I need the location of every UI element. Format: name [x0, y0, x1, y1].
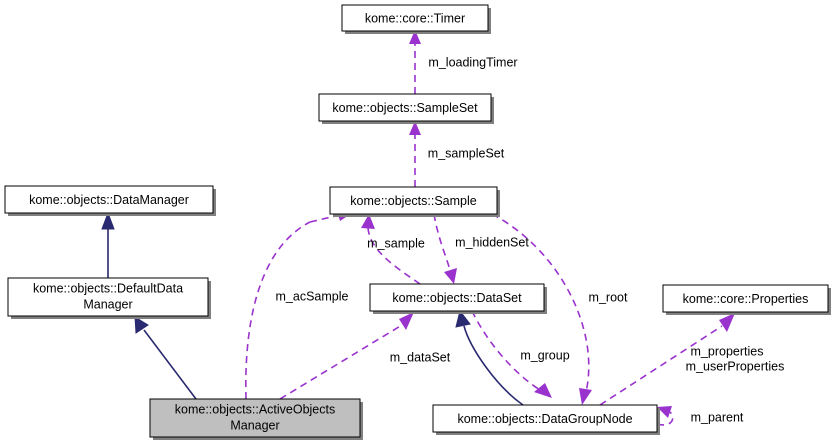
edge-label-m-sample-set: m_sampleSet — [428, 146, 505, 160]
edge-m-properties — [599, 313, 735, 406]
node-sample-label: kome::objects::Sample — [350, 194, 476, 208]
node-sample[interactable]: kome::objects::Sample — [329, 186, 500, 217]
edge-m-group — [471, 310, 552, 398]
edge-label-m-properties: m_properties — [691, 344, 764, 358]
node-data-manager-label: kome::objects::DataManager — [29, 193, 189, 207]
node-default-data-manager-label-line2: Manager — [83, 297, 132, 311]
node-properties[interactable]: kome::core::Properties — [662, 284, 831, 315]
node-timer[interactable]: kome::core::Timer — [341, 4, 491, 34]
node-sample-set-label: kome::objects::SampleSet — [332, 101, 478, 115]
edge-label-m-loading-timer: m_loadingTimer — [428, 55, 517, 69]
node-data-set[interactable]: kome::objects::DataSet — [369, 283, 547, 314]
node-default-data-manager-label-line1: kome::objects::DefaultData — [33, 281, 183, 295]
node-active-objects-manager[interactable]: kome::objects::ActiveObjects Manager — [149, 398, 363, 440]
edge-label-layer: m_loadingTimer m_sampleSet m_sample m_hi… — [276, 55, 785, 424]
node-data-manager[interactable]: kome::objects::DataManager — [4, 185, 216, 216]
edge-label-m-hidden-set: m_hiddenSet — [455, 235, 529, 249]
edge-label-m-ac-sample: m_acSample — [276, 289, 349, 303]
node-data-set-label: kome::objects::DataSet — [392, 291, 522, 305]
edge-m-root — [491, 213, 592, 405]
edge-m-sample-set — [409, 121, 421, 187]
node-active-objects-manager-label-line2: Manager — [230, 418, 279, 432]
edge-m-ac-sample — [244, 208, 352, 400]
edge-label-m-parent: m_parent — [691, 410, 744, 424]
edge-m-hidden-set — [433, 213, 457, 284]
node-layer: kome::core::Timer kome::objects::SampleS… — [4, 4, 831, 440]
edge-layer — [101, 30, 735, 426]
edge-label-m-sample: m_sample — [367, 236, 425, 250]
edge-inherit-default-data-manager — [101, 211, 115, 278]
node-default-data-manager[interactable]: kome::objects::DefaultData Manager — [7, 277, 211, 319]
edge-m-loading-timer — [409, 30, 421, 94]
edge-m-data-set — [279, 312, 414, 400]
node-data-group-node-label: kome::objects::DataGroupNode — [457, 412, 632, 426]
edge-inherit-active-objects-manager — [134, 316, 197, 400]
edge-m-parent — [656, 406, 674, 426]
edge-m-sample — [361, 214, 421, 285]
edge-label-m-user-properties: m_userProperties — [686, 359, 785, 373]
edge-label-m-root: m_root — [589, 290, 628, 304]
edge-label-m-group: m_group — [520, 348, 569, 362]
node-data-group-node[interactable]: kome::objects::DataGroupNode — [432, 404, 660, 435]
edge-inherit-data-group-node — [455, 309, 524, 406]
node-active-objects-manager-label-line1: kome::objects::ActiveObjects — [175, 402, 335, 416]
node-timer-label: kome::core::Timer — [365, 11, 465, 25]
edge-label-m-data-set: m_dataSet — [390, 350, 451, 364]
node-sample-set[interactable]: kome::objects::SampleSet — [318, 93, 494, 124]
node-properties-label: kome::core::Properties — [683, 292, 809, 306]
